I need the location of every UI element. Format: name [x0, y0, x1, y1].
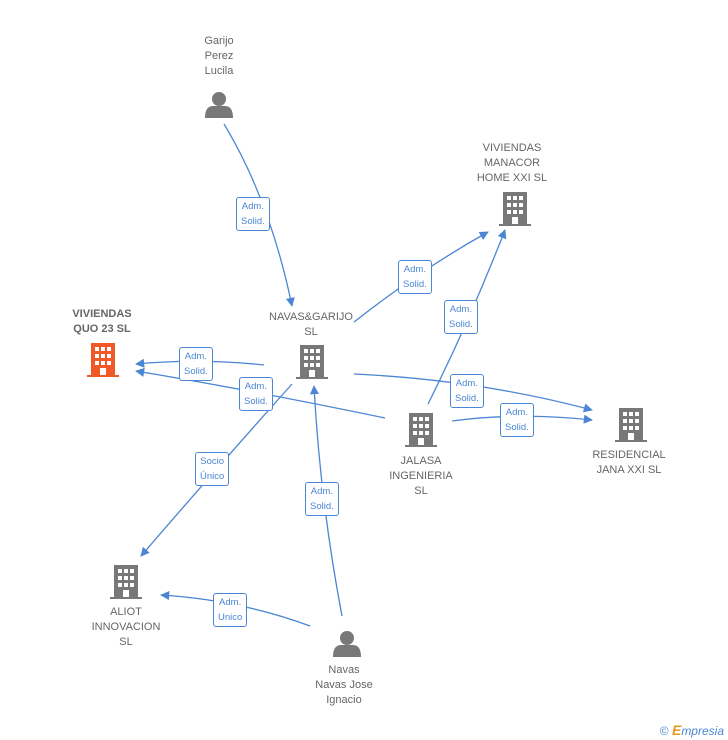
brand-name: mpresia: [681, 724, 724, 738]
node-label-jalasa[interactable]: JALASA INGENIERIA SL: [389, 455, 453, 497]
edge-label[interactable]: Adm. Solid.: [450, 374, 484, 408]
copyright-symbol: ©: [659, 724, 669, 738]
edge-label[interactable]: Adm. Solid.: [239, 377, 273, 411]
node-label-garijo[interactable]: Garijo Perez Lucila: [204, 35, 234, 77]
edge-label[interactable]: Socio Único: [195, 452, 230, 486]
edge-label[interactable]: Adm. Solid.: [305, 482, 339, 516]
node-label-navas-garijo[interactable]: NAVAS&GARIJO SL: [269, 311, 353, 338]
node-label-residencial[interactable]: RESIDENCIAL JANA XXI SL: [592, 449, 666, 476]
node-label-aliot[interactable]: ALIOT INNOVACION SL: [91, 606, 161, 648]
building-icon[interactable]: [110, 565, 142, 604]
edge-label[interactable]: Adm. Solid.: [179, 347, 213, 381]
edge-label[interactable]: Adm. Solid.: [444, 300, 478, 334]
building-icon-focus[interactable]: [87, 343, 119, 382]
building-icon[interactable]: [296, 345, 328, 384]
building-icon[interactable]: [499, 192, 531, 231]
edge-label[interactable]: Adm. Solid.: [236, 197, 270, 231]
person-icon[interactable]: [205, 92, 233, 118]
brand-watermark: © Empresia: [660, 722, 724, 738]
building-icon[interactable]: [405, 413, 437, 452]
edge-label[interactable]: Adm. Unico: [213, 593, 248, 627]
node-label-viviendas-manacor[interactable]: VIVIENDAS MANACOR HOME XXI SL: [476, 142, 548, 184]
edge-label[interactable]: Adm. Solid.: [398, 260, 432, 294]
brand-logo-letter: E: [671, 722, 682, 738]
node-label-viviendas-quo[interactable]: VIVIENDAS QUO 23 SL: [72, 308, 132, 335]
building-icon[interactable]: [615, 408, 647, 447]
person-icon[interactable]: [333, 631, 361, 657]
node-label-navas[interactable]: Navas Navas Jose Ignacio: [315, 664, 373, 706]
edge-label[interactable]: Adm. Solid.: [500, 403, 534, 437]
